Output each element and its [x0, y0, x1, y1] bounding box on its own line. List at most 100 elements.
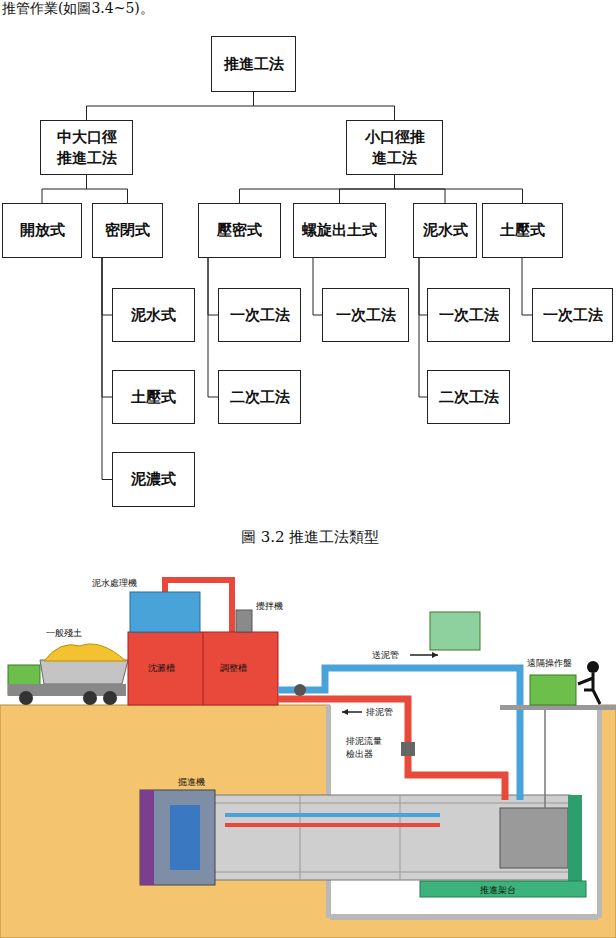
agitator [236, 610, 252, 632]
box-label: 壓密式 [217, 220, 262, 240]
box-label: 泥濃式 [131, 469, 176, 489]
box-label: 土壓式 [131, 387, 176, 407]
category-box: 壓密式 [198, 203, 281, 258]
part-label: 排泥流量檢出器 [346, 735, 383, 761]
part-label: 推進架台 [480, 884, 516, 897]
box-label: 推進工法 [224, 54, 284, 74]
tree-connector [313, 258, 322, 315]
box-label: 土壓式 [500, 220, 545, 240]
control-cable [544, 708, 546, 808]
tank-divider [203, 632, 204, 705]
flow-arrow-head [342, 709, 348, 715]
machine-motor [170, 805, 200, 870]
category-box: 一次工法 [427, 288, 510, 342]
power-unit [430, 612, 480, 650]
shaft-floor [330, 914, 598, 920]
category-box: 螺旋出土式 [293, 203, 386, 258]
tree-connector [340, 175, 395, 203]
box-label: 螺旋出土式 [302, 220, 377, 240]
tree-connector [102, 258, 112, 397]
pipes [278, 652, 545, 808]
dump-bed [40, 660, 128, 684]
flow-arrow-head [432, 652, 438, 658]
control-panel [530, 675, 576, 705]
feed-pipe-inner [225, 813, 440, 817]
category-box: 泥水式 [413, 203, 477, 258]
reaction-plate [568, 795, 582, 887]
part-label: 排泥管 [366, 706, 393, 719]
part-label: 送泥管 [372, 649, 399, 662]
category-box: 泥濃式 [112, 452, 195, 507]
tree-connector [395, 175, 523, 203]
category-box: 土壓式 [482, 203, 563, 258]
tree-connector [87, 175, 128, 203]
discharge-pipe [278, 699, 505, 800]
jack-cylinder [500, 808, 568, 868]
box-label: 一次工法 [543, 305, 603, 325]
flow-detector [401, 742, 415, 756]
box-label: 一次工法 [230, 305, 290, 325]
part-label: 泥水處理機 [92, 577, 137, 590]
body-text: 推管作業(如圖3.4~5)。 [2, 0, 154, 18]
operator-body [578, 673, 600, 704]
box-label: 密閉式 [105, 220, 150, 240]
box-label: 小口徑推進工法 [364, 127, 426, 168]
category-box: 二次工法 [427, 370, 510, 424]
pipe-joint [400, 795, 401, 880]
discharge-pipe-inner [225, 823, 440, 827]
wheel [103, 691, 117, 705]
category-box: 一次工法 [218, 288, 301, 342]
jacking-pipe [210, 795, 570, 880]
pipe-joint [300, 795, 301, 880]
cutter-face [140, 790, 154, 885]
tree-connector [102, 258, 112, 480]
control-station [430, 612, 616, 710]
jacking-frame [420, 881, 586, 897]
truck [8, 644, 128, 705]
category-box: 推進工法 [211, 36, 296, 92]
box-label: 泥水式 [131, 305, 176, 325]
part-label: 遠隔操作盤 [527, 657, 572, 670]
part-label: 掘進機 [178, 776, 205, 789]
figure-caption: 圖 3.2 推進工法類型 [241, 528, 379, 547]
category-box: 中大口徑推進工法 [40, 120, 133, 175]
tank [128, 632, 278, 705]
box-label: 二次工法 [230, 387, 290, 407]
wheel [19, 691, 33, 705]
tree-connector [42, 175, 87, 203]
category-box: 開放式 [2, 203, 82, 258]
tree-connector [522, 258, 532, 315]
part-label: 沈澱槽 [148, 662, 175, 675]
category-box: 小口徑推進工法 [346, 120, 443, 175]
pipe-line [212, 803, 568, 804]
shaft-wall [597, 705, 602, 918]
part-label: 一般殘土 [46, 627, 82, 640]
pipe-line [212, 872, 568, 873]
tunnel [140, 790, 586, 897]
category-box: 土壓式 [112, 370, 195, 424]
category-box: 密閉式 [92, 203, 163, 258]
box-label: 中大口徑推進工法 [56, 127, 118, 168]
pump [294, 684, 306, 696]
ground [0, 705, 616, 938]
box-label: 開放式 [20, 220, 65, 240]
soil-load [44, 644, 126, 661]
category-box: 一次工法 [532, 288, 613, 342]
box-label: 一次工法 [439, 305, 499, 325]
tree-connector [102, 258, 112, 315]
box-label: 泥水式 [423, 220, 468, 240]
tree-connector [419, 258, 427, 397]
tree-connector [240, 175, 395, 203]
tree-connector [87, 92, 254, 120]
slurry-plant [128, 580, 278, 705]
operator-head [587, 661, 599, 673]
tree-connector [208, 258, 218, 397]
tree-connector [254, 92, 395, 120]
part-label: 攪拌機 [256, 600, 283, 613]
box-label: 一次工法 [336, 305, 396, 325]
wheel [83, 691, 97, 705]
tree-connector [208, 258, 218, 315]
tree-connector [419, 258, 427, 315]
category-box: 泥水式 [112, 288, 195, 342]
